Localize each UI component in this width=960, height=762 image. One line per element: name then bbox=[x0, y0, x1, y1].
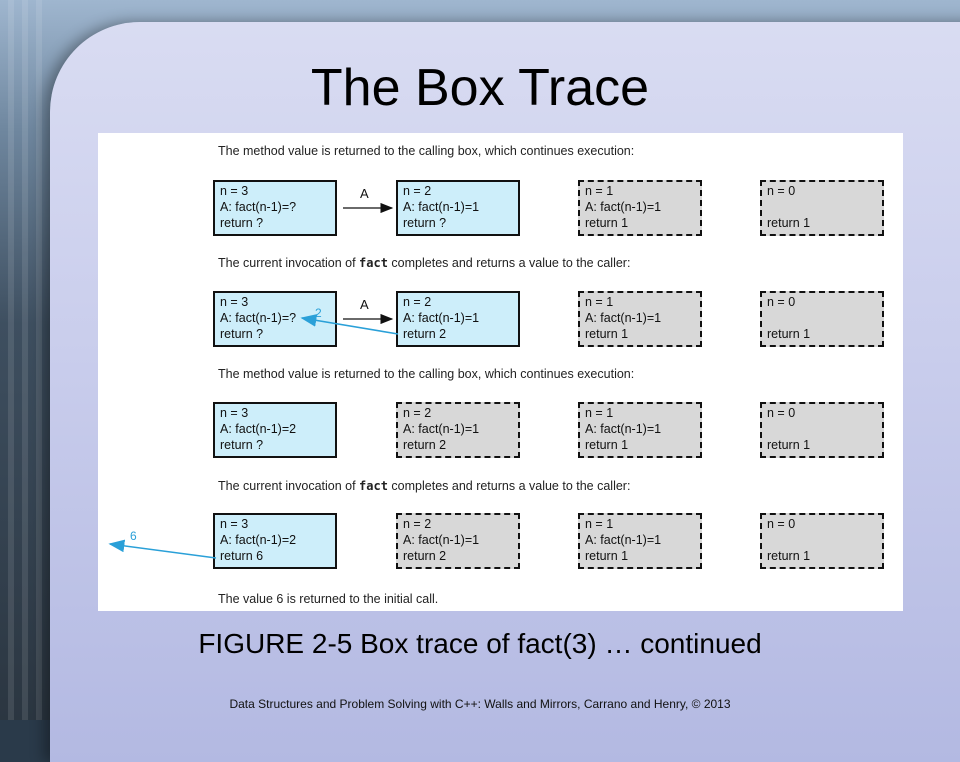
row-caption-2: The current invocation of fact completes… bbox=[218, 256, 631, 270]
return-arrow-label-r4: 6 bbox=[130, 529, 137, 543]
call-arrow-label-r1: A bbox=[360, 186, 369, 201]
row-caption-4: The current invocation of fact completes… bbox=[218, 479, 631, 493]
arrows-layer: A A 2 6 bbox=[108, 186, 399, 559]
final-caption: The value 6 is returned to the initial c… bbox=[218, 592, 439, 606]
return-arrow-label-r2: 2 bbox=[315, 306, 322, 320]
return-arrow-r2 bbox=[300, 314, 399, 335]
footer-credit: Data Structures and Problem Solving with… bbox=[229, 697, 731, 711]
figure-caption: FIGURE 2-5 Box trace of fact(3) … contin… bbox=[198, 628, 762, 659]
row-caption-1: The method value is returned to the call… bbox=[218, 144, 635, 158]
return-arrow-r4 bbox=[108, 539, 217, 559]
row-caption-3: The method value is returned to the call… bbox=[218, 367, 635, 381]
call-arrow-label-r2: A bbox=[360, 297, 369, 312]
slide-title: The Box Trace bbox=[310, 59, 650, 117]
